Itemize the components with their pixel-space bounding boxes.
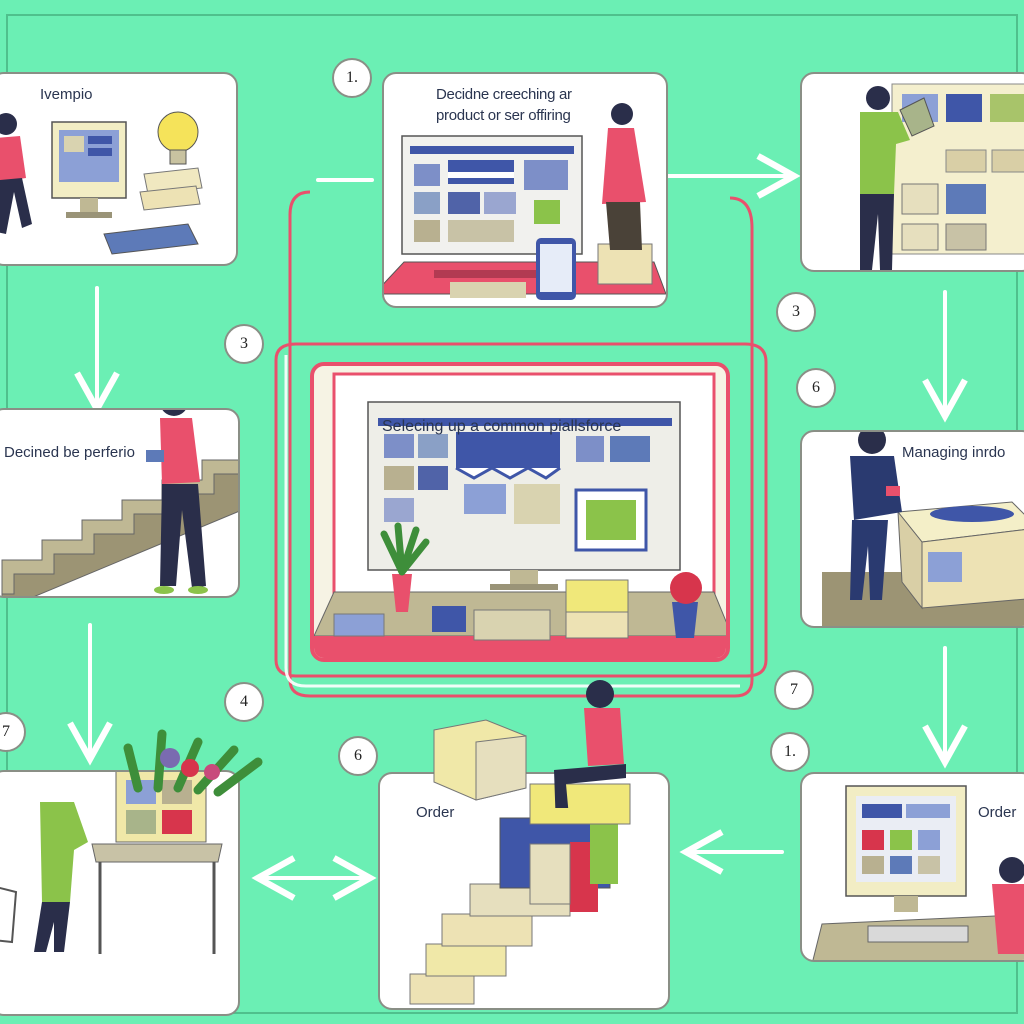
panel-platform-label: Selecing up a common piallsforce <box>382 418 622 435</box>
step-badge-right-mid: 6 <box>796 368 836 408</box>
panel-idea-label: Ivempio <box>40 86 93 103</box>
panel-decide-perform-label: Decined be perferio <box>4 444 135 461</box>
panel-managing-label: Managing inrdo <box>902 444 1006 461</box>
flowers-decoration <box>123 729 263 797</box>
seated-person-illustration <box>433 680 626 808</box>
panel-order-label: Order <box>416 804 455 821</box>
panel-packing <box>0 770 240 1016</box>
panel-order-online-label: Order <box>978 804 1017 821</box>
panel-managing-inventory: Managing inrdo <box>800 430 1024 628</box>
panel-catalog <box>800 72 1024 272</box>
step-badge-right-lower: 7 <box>774 670 814 710</box>
step-badge-left-mid: 3 <box>224 324 264 364</box>
step-badge-bottom-mid: 6 <box>338 736 378 776</box>
panel-idea: Ivempio <box>0 72 238 266</box>
step-badge-far-left: 7 <box>0 712 26 752</box>
step-badge-top-center: 1. <box>332 58 372 98</box>
panel-order-fulfillment: Order <box>378 772 670 1010</box>
panel-decide-perform: Decined be perferio <box>0 408 240 598</box>
pink-loop-outer <box>288 190 754 698</box>
step-badge-left-bottom: 4 <box>224 682 264 722</box>
panel-decide-label-2: product or ser offiring <box>436 107 571 124</box>
step-badge-right-upper: 3 <box>776 292 816 332</box>
panel-decide-label-1: Decidne creeching ar <box>436 86 572 103</box>
panel-decide-product: Decidne creeching ar product or ser offi… <box>382 72 668 308</box>
panel-platform-setup: Selecing up a common piallsforce <box>310 362 730 662</box>
step-badge-bottom-right: 1. <box>770 732 810 772</box>
panel-order-online: Order <box>800 772 1024 962</box>
pink-loop-inner <box>274 342 768 678</box>
